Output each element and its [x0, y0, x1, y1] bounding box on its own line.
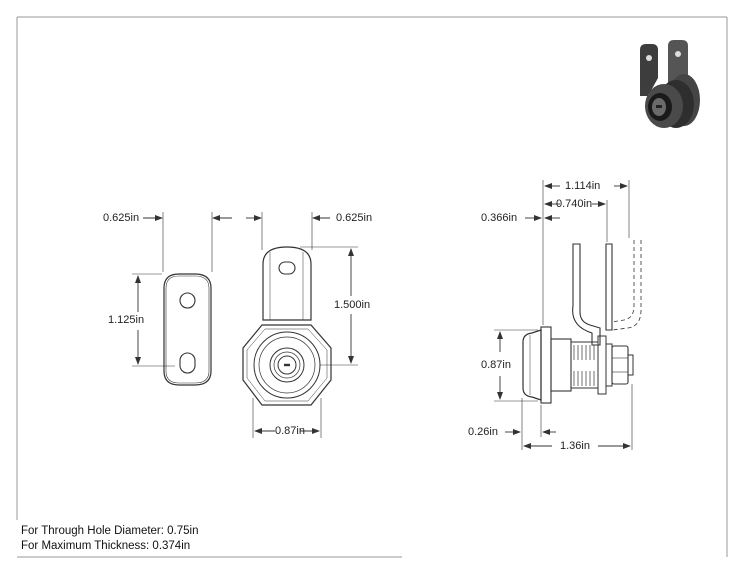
dim-front-lever-width: 0.625in: [336, 212, 373, 224]
sheet-frame: [16, 16, 728, 558]
dim-bezel-depth: 0.26in: [468, 426, 498, 438]
lever-view: [163, 273, 212, 386]
dim-lever-width: 0.625in: [103, 212, 140, 224]
note-hole-diameter: For Through Hole Diameter: 0.75in: [21, 525, 199, 537]
dim-overall-length: 1.36in: [560, 440, 590, 452]
dim-overall-height: 1.500in: [334, 299, 371, 311]
dim-front-diameter: 0.87in: [275, 425, 305, 437]
dim-cam-offset: 1.114in: [565, 180, 601, 192]
drawing-lines: [132, 180, 642, 450]
dim-cam-thickness: 0.366in: [481, 212, 518, 224]
cam-lock-render-icon: [640, 40, 700, 128]
side-view: [522, 240, 642, 404]
dim-side-diameter: 0.87in: [481, 359, 511, 371]
dim-cam-inner: 0.740in: [556, 198, 593, 210]
front-view: [242, 246, 332, 406]
dim-lever-height: 1.125in: [108, 314, 145, 326]
note-max-thickness: For Maximum Thickness: 0.374in: [21, 540, 191, 552]
